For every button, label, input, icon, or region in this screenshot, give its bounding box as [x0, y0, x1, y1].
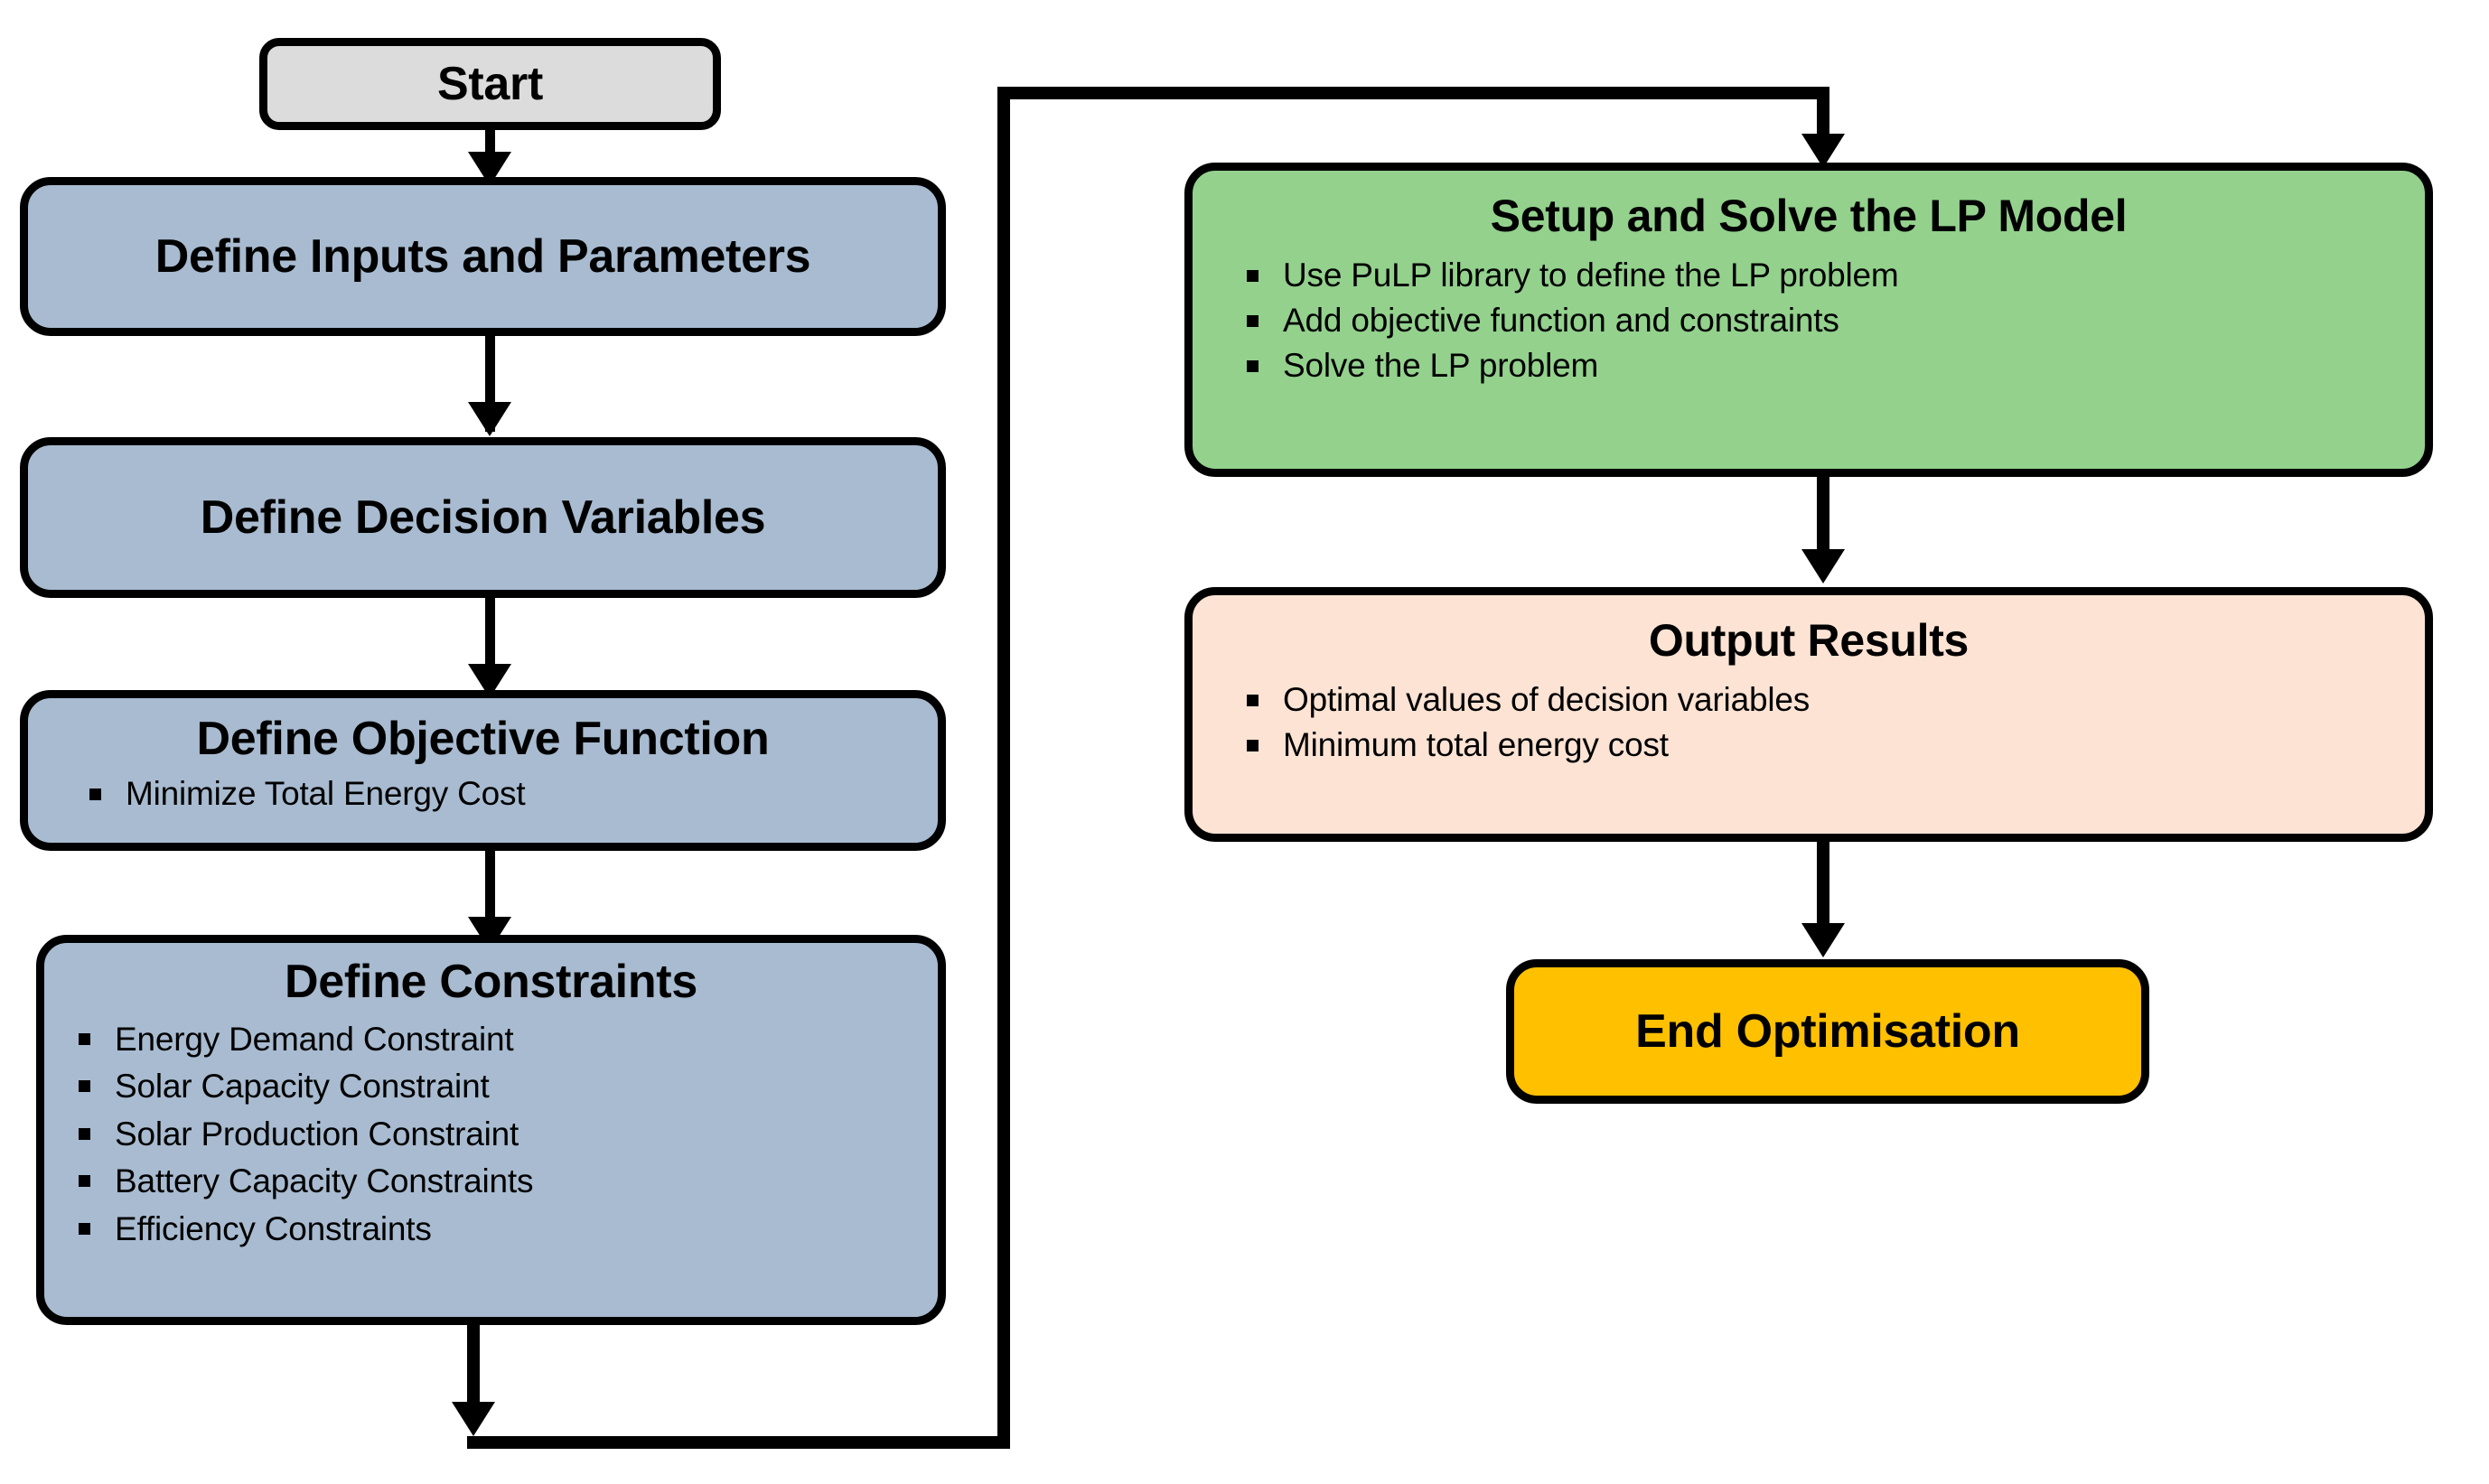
node-setup-and-solve[interactable]: Setup and Solve the LP Model Use PuLP li… — [1184, 163, 2433, 477]
edge-solve-to-output-line — [1817, 475, 1829, 565]
bullet-item: Efficiency Constraints — [68, 1206, 914, 1254]
edge-feedback-into-solve-arrowhead — [1801, 134, 1845, 168]
node-define-constraints-label: Define Constraints — [285, 956, 697, 1008]
node-define-decision-variables[interactable]: Define Decision Variables — [20, 437, 946, 598]
node-define-objective-function-bullets: Minimize Total Energy Cost — [79, 771, 914, 817]
bullet-item: Use PuLP library to define the LP proble… — [1236, 253, 2401, 298]
bullet-item: Solar Production Constraint — [68, 1111, 914, 1159]
node-define-decision-variables-label: Define Decision Variables — [200, 490, 766, 544]
node-output-results[interactable]: Output Results Optimal values of decisio… — [1184, 587, 2433, 842]
edge-output-to-end-line — [1817, 840, 1829, 938]
node-start-label: Start — [437, 57, 543, 110]
edge-constraints-feedback-down — [467, 1323, 480, 1414]
bullet-item: Solar Capacity Constraint — [68, 1063, 914, 1111]
edge-feedback-top-horizontal — [997, 87, 1829, 99]
node-start[interactable]: Start — [259, 38, 721, 130]
node-define-inputs[interactable]: Define Inputs and Parameters — [20, 177, 946, 336]
bullet-item: Energy Demand Constraint — [68, 1016, 914, 1064]
node-output-results-bullets: Optimal values of decision variables Min… — [1236, 677, 2401, 769]
node-end-optimisation[interactable]: End Optimisation — [1506, 959, 2149, 1104]
edge-output-to-end-arrowhead — [1801, 923, 1845, 957]
node-define-constraints[interactable]: Define Constraints Energy Demand Constra… — [36, 935, 946, 1325]
node-define-objective-function[interactable]: Define Objective Function Minimize Total… — [20, 690, 946, 851]
node-define-objective-function-label: Define Objective Function — [196, 713, 770, 765]
bullet-item: Solve the LP problem — [1236, 343, 2401, 388]
node-output-results-label: Output Results — [1648, 615, 1970, 666]
edge-inputs-to-variables-line — [485, 334, 495, 432]
node-end-optimisation-label: End Optimisation — [1635, 1004, 2020, 1058]
node-define-constraints-bullets: Energy Demand Constraint Solar Capacity … — [68, 1016, 914, 1254]
edge-feedback-right-vertical — [997, 87, 1010, 1449]
bullet-item: Battery Capacity Constraints — [68, 1158, 914, 1206]
bullet-item: Minimum total energy cost — [1236, 723, 2401, 768]
edge-objective-to-constraints-line — [485, 849, 495, 947]
bullet-item: Minimize Total Energy Cost — [79, 771, 914, 817]
edge-inputs-to-variables-arrowhead — [468, 402, 511, 436]
edge-variables-to-objective-line — [485, 596, 495, 694]
edge-feedback-bottom-horizontal — [467, 1436, 1010, 1449]
bullet-item: Add objective function and constraints — [1236, 298, 2401, 343]
edge-constraints-feedback-arrowhead — [452, 1402, 495, 1436]
edge-solve-to-output-arrowhead — [1801, 549, 1845, 583]
node-setup-and-solve-label: Setup and Solve the LP Model — [1490, 191, 2128, 241]
bullet-item: Optimal values of decision variables — [1236, 677, 2401, 723]
edge-start-to-inputs-line — [485, 129, 495, 171]
node-define-inputs-label: Define Inputs and Parameters — [154, 229, 811, 283]
node-setup-and-solve-bullets: Use PuLP library to define the LP proble… — [1236, 253, 2401, 389]
